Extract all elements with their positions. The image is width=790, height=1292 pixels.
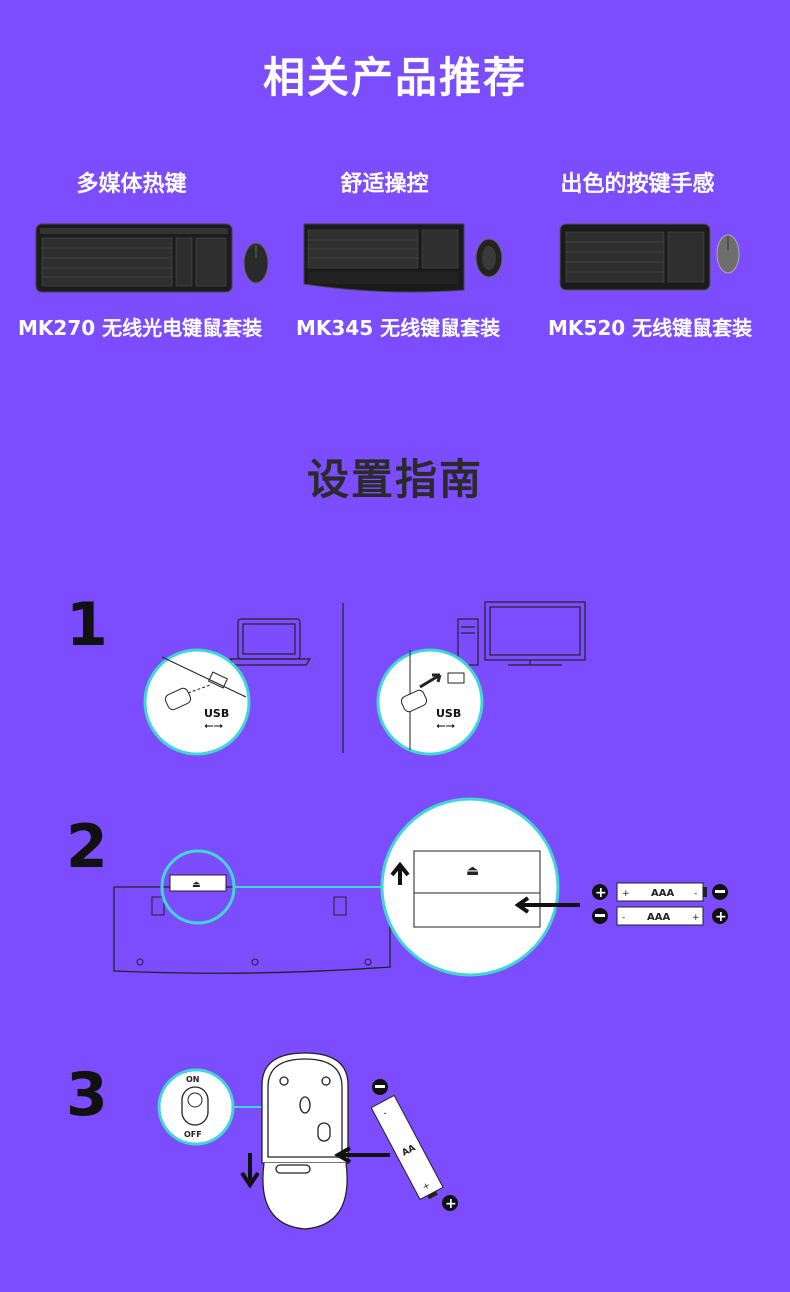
battery-aaa-2: - AAA + + xyxy=(592,906,728,926)
svg-text:+: + xyxy=(692,913,700,923)
svg-text:+: + xyxy=(595,885,607,901)
switch-on-label: ON xyxy=(186,1075,200,1084)
step1-illustration: USB ⭠⭢ USB ⭠⭢ xyxy=(143,601,586,756)
svg-text:-: - xyxy=(382,1109,390,1119)
usb-label-1: USB xyxy=(204,707,229,720)
step3-illustration: ON OFF - AA + + xyxy=(157,1052,458,1230)
switch-off-label: OFF xyxy=(184,1130,202,1139)
battery-aaa-label-1: AAA xyxy=(651,888,674,899)
svg-text:⏏: ⏏ xyxy=(192,880,201,890)
svg-text:⭠⭢: ⭠⭢ xyxy=(436,718,456,732)
usb-zoom-circle-desktop: USB ⭠⭢ xyxy=(376,648,484,756)
related-products-title: 相关产品推荐 xyxy=(262,53,527,102)
battery-aa: - AA + xyxy=(370,1094,444,1201)
feature-label-3: 出色的按键手感 xyxy=(560,172,715,197)
product-image-mk270[interactable] xyxy=(34,218,274,298)
svg-text:+: + xyxy=(622,889,630,899)
product-name-1[interactable]: MK270 无线光电键鼠套装 xyxy=(18,316,263,340)
svg-text:+: + xyxy=(445,1196,457,1212)
feature-label-1: 多媒体热键 xyxy=(76,172,187,197)
battery-aaa-1: + + AAA - xyxy=(592,882,728,902)
battery-aaa-label-2: AAA xyxy=(647,912,670,923)
svg-text:-: - xyxy=(694,889,697,899)
setup-guide-title: 设置指南 xyxy=(306,455,483,504)
step-number-2: 2 xyxy=(66,812,108,882)
usb-zoom-circle-laptop: USB ⭠⭢ xyxy=(143,648,251,756)
laptop-icon xyxy=(228,618,312,666)
step-number-1: 1 xyxy=(66,590,108,660)
mouse-underside xyxy=(261,1052,349,1230)
svg-text:-: - xyxy=(622,913,625,923)
product-image-mk345[interactable] xyxy=(300,218,510,298)
product-image-mk520[interactable] xyxy=(558,218,748,298)
svg-text:⭠⭢: ⭠⭢ xyxy=(204,718,224,732)
step2-illustration: ⏏ ⏏ + + AAA - - AAA + + xyxy=(113,797,728,977)
usb-label-2: USB xyxy=(436,707,461,720)
product-name-3[interactable]: MK520 无线键鼠套装 xyxy=(548,316,753,340)
svg-text:+: + xyxy=(421,1181,432,1193)
svg-text:+: + xyxy=(715,909,727,925)
product-name-2[interactable]: MK345 无线键鼠套装 xyxy=(296,316,501,340)
step-number-3: 3 xyxy=(66,1060,108,1130)
svg-text:⏏: ⏏ xyxy=(466,863,479,879)
power-switch-zoom: ON OFF xyxy=(157,1068,300,1146)
keyboard-underside xyxy=(113,886,391,974)
desktop-icon xyxy=(457,601,586,666)
feature-label-2: 舒适操控 xyxy=(340,172,429,197)
